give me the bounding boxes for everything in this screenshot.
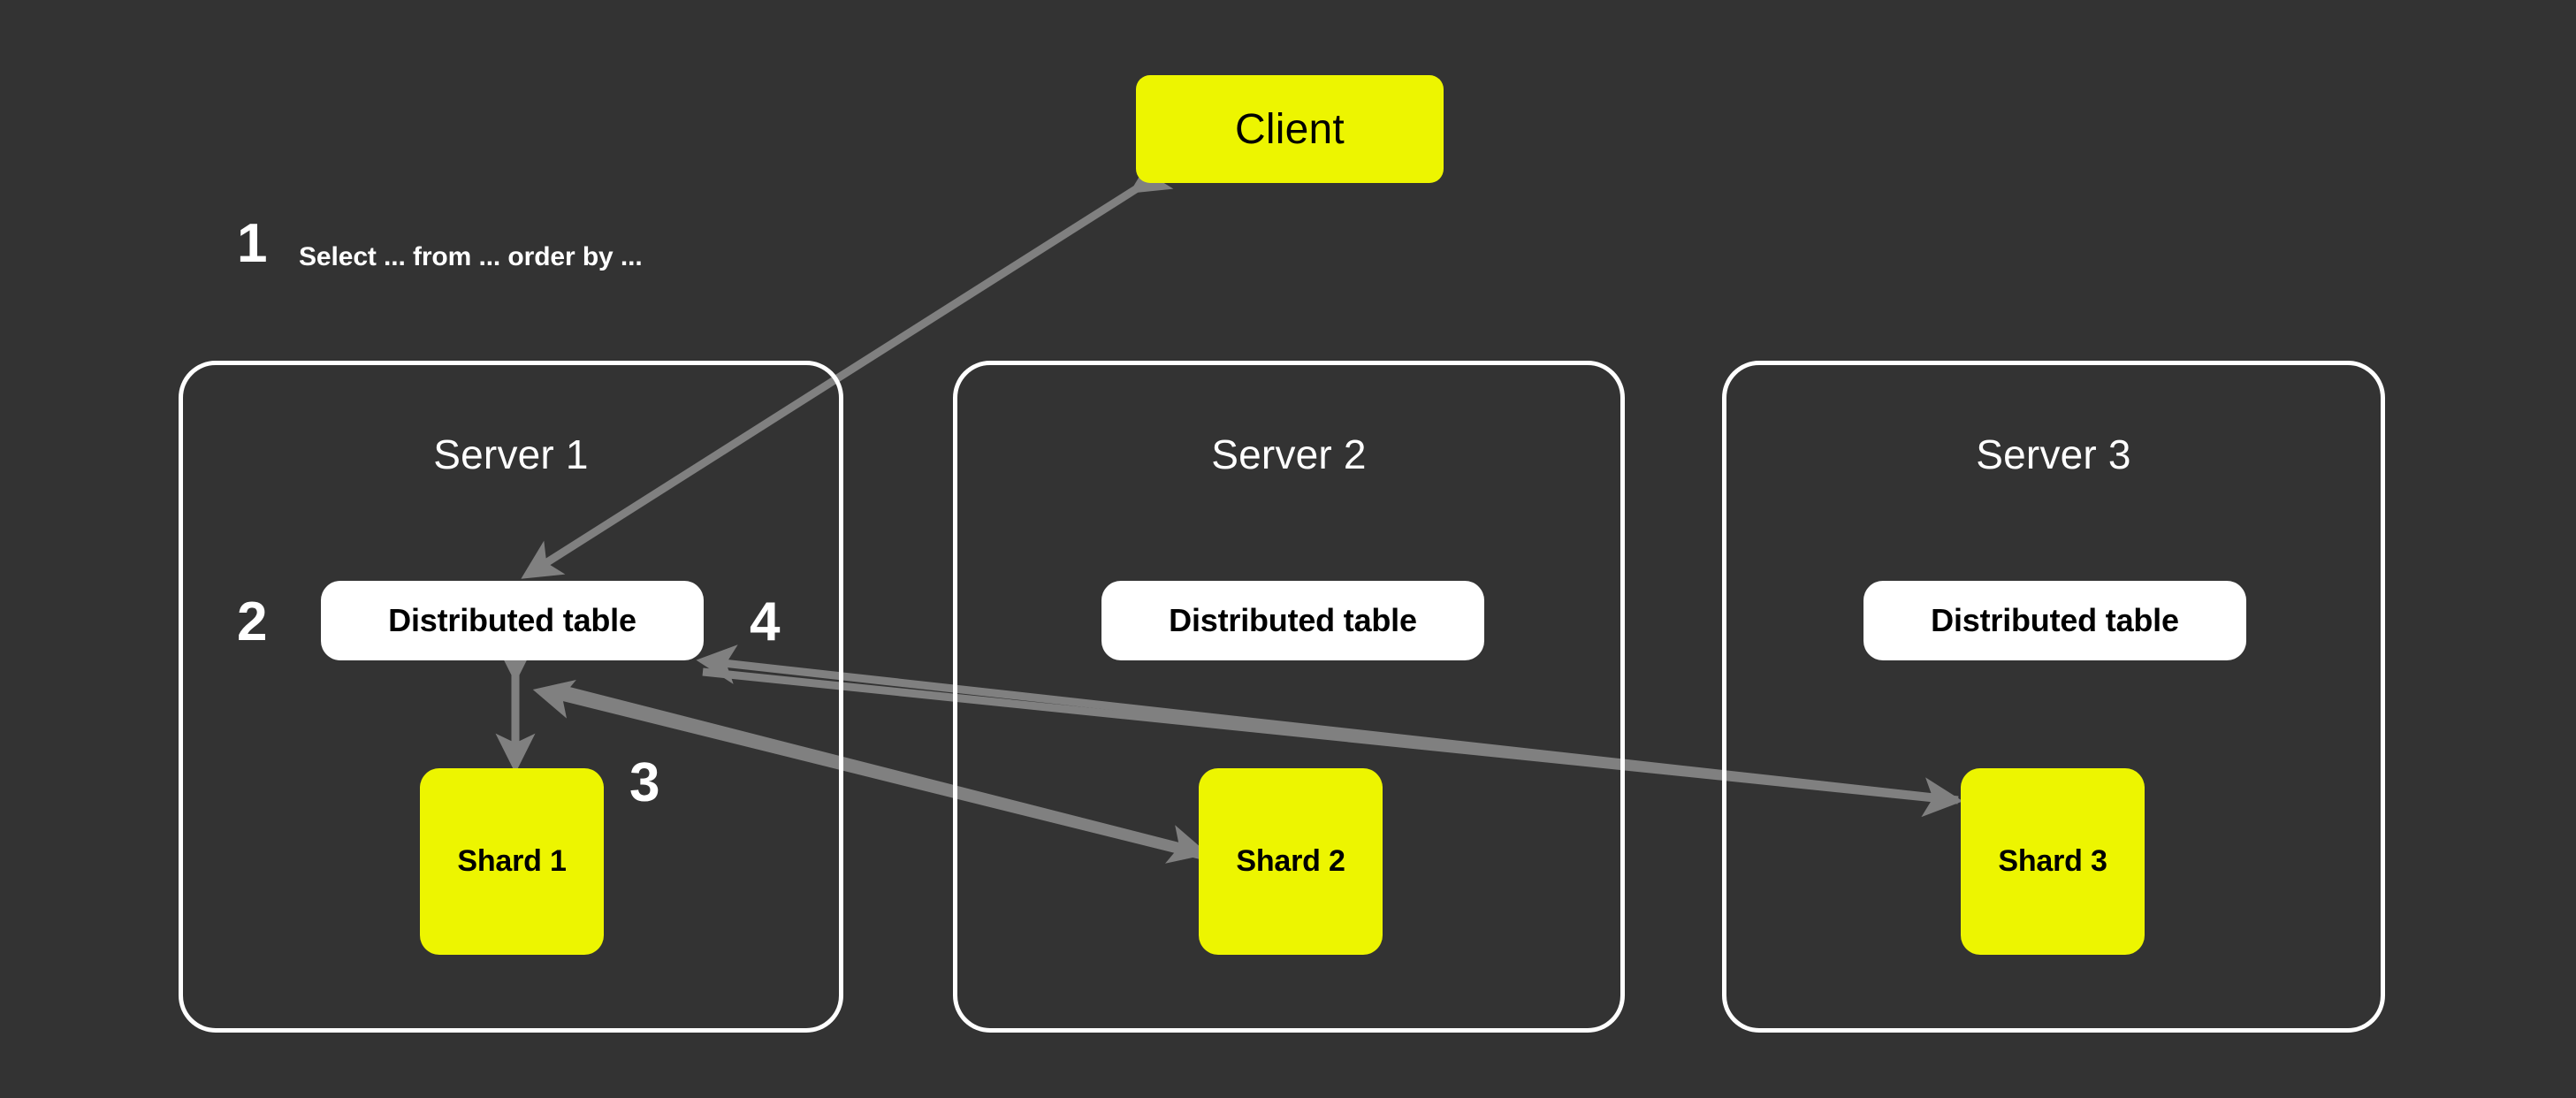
server-3-title: Server 3 [1976, 431, 2131, 477]
shard-1-node[interactable]: Shard 1 [420, 768, 604, 955]
distributed-table-label-3: Distributed table [1931, 602, 2179, 638]
distributed-table-label-1: Distributed table [388, 602, 636, 638]
step-1-number: 1 [237, 213, 268, 274]
server-panel-3 [1722, 361, 2385, 1033]
client-node[interactable]: Client [1136, 75, 1444, 183]
shard-3-label: Shard 3 [1998, 844, 2107, 878]
shard-1-label: Shard 1 [457, 844, 567, 878]
step-4-number: 4 [750, 591, 781, 652]
server-panel-2 [953, 361, 1625, 1033]
client-label: Client [1235, 105, 1345, 153]
server-2-title: Server 2 [1211, 431, 1367, 477]
distributed-table-server-1[interactable]: Distributed table [321, 581, 704, 660]
server-1-title: Server 1 [433, 431, 589, 477]
distributed-table-server-3[interactable]: Distributed table [1863, 581, 2246, 660]
shard-2-label: Shard 2 [1236, 844, 1345, 878]
step-2-number: 2 [237, 591, 268, 652]
step-3-number: 3 [629, 752, 660, 813]
shard-2-node[interactable]: Shard 2 [1199, 768, 1383, 955]
distributed-table-server-2[interactable]: Distributed table [1101, 581, 1484, 660]
distributed-table-label-2: Distributed table [1169, 602, 1417, 638]
step-1-caption: Select ... from ... order by ... [299, 242, 643, 271]
server-panel-1 [179, 361, 843, 1033]
shard-3-node[interactable]: Shard 3 [1961, 768, 2145, 955]
